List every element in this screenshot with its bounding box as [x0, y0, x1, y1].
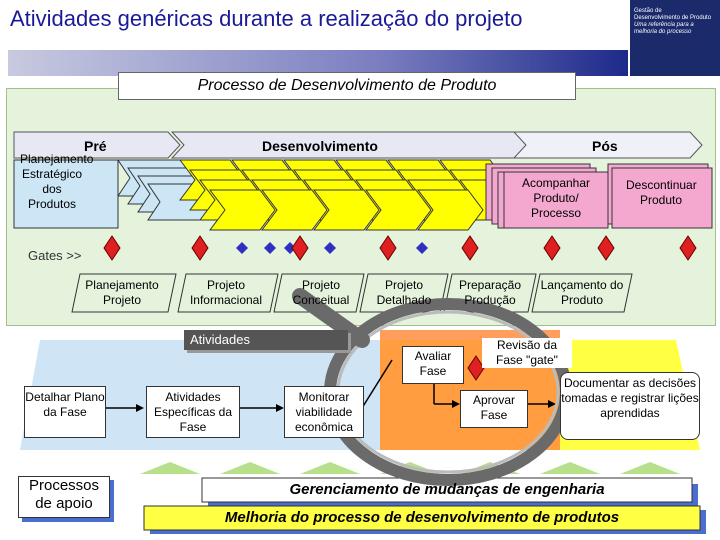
stage-pre-label: Pré [84, 138, 107, 154]
process-title: Processo de Desenvolvimento de Produto [118, 72, 576, 100]
stage-pos-label: Pós [592, 138, 618, 154]
detalhar-box: Detalhar Plano da Fase [24, 386, 106, 438]
gate-diamond-icon [597, 235, 615, 261]
gate-diamond-icon [291, 235, 309, 261]
page-title: Atividades genéricas durante a realizaçã… [10, 6, 523, 31]
logo-line-3: Uma referência para a melhoria do proces… [634, 22, 694, 35]
gate-diamond-icon [416, 242, 428, 254]
gate-diamond-icon [103, 235, 121, 261]
pre-stage-arrow [13, 131, 181, 159]
phase-label-2: Projeto Informacional [189, 278, 263, 307]
support-box: Processos de apoio [18, 476, 110, 518]
title-gradient-bar [8, 50, 628, 76]
gerenciamento-label: Gerenciamento de mudanças de engenharia [289, 481, 605, 498]
pos-box-acompanhar [503, 171, 609, 229]
gate-diamond-icon [379, 235, 397, 261]
revisao-label: Revisão da Fase "gate" [482, 338, 572, 368]
gate-diamond-icon [284, 242, 296, 254]
phase-shape [71, 273, 177, 313]
arrow-icon [361, 359, 393, 409]
melhoria-bar [143, 505, 701, 531]
pos-stage-arrow [512, 131, 703, 159]
phase-label-1: Planejamento Projeto [85, 278, 159, 307]
pre-box [13, 159, 119, 229]
pre-box-label: Planejamento Estratégico dos Produtos [20, 152, 94, 211]
gate-diamond-icon [236, 242, 248, 254]
gate-diamond-icon [679, 235, 697, 261]
phase-label-3: Projeto Conceitual [292, 278, 350, 307]
gate-diamond-icon [543, 235, 561, 261]
gates-row [103, 235, 697, 261]
aprovar-label: Aprovar Fase [472, 393, 516, 422]
support-label: Processos de apoio [28, 477, 100, 512]
monitorar-label: Monitorar viabilidade econômica [294, 390, 354, 434]
yellow-chevrons [179, 159, 526, 231]
phase-label-6: Lançamento do Produto [540, 278, 624, 307]
phase-shape [531, 273, 633, 313]
pos-box-descontinuar-label: Descontinuar Produto [626, 178, 697, 207]
gate-diamond-icon [461, 235, 479, 261]
avaliar-box: Avaliar Fase [402, 346, 464, 384]
logo-line-1: Gestão de [634, 8, 662, 14]
gate-diamond-icon [324, 242, 336, 254]
pos-box-acompanhar-label: Acompanhar Produto/ Processo [521, 176, 591, 220]
logo: Gestão de Desenvolvimento de Produto Uma… [630, 0, 720, 76]
especificas-box: Atividades Específicas da Fase [146, 386, 240, 438]
gates-label: Gates >> [28, 248, 82, 263]
gate-diamond-icon [191, 235, 209, 261]
monitorar-box: Monitorar viabilidade econômica [284, 386, 364, 438]
melhoria-label: Melhoria do processo de desenvolvimento … [224, 509, 620, 526]
aprovar-box: Aprovar Fase [460, 390, 528, 428]
documentar-box: Documentar as decisões tomadas e registr… [560, 372, 700, 440]
gate-diamond-icon [264, 242, 276, 254]
especificas-label: Atividades Específicas da Fase [153, 390, 233, 434]
avaliar-label: Avaliar Fase [414, 349, 452, 378]
phase-label-5: Preparação Produção [458, 278, 522, 307]
logo-line-2: Desenvolvimento de Produto [634, 15, 712, 21]
detalhar-label: Detalhar Plano da Fase [25, 390, 105, 419]
pos-box-descontinuar [611, 167, 713, 229]
phase-shape [177, 273, 279, 313]
activities-label: Atividades [184, 330, 348, 350]
stage-dev-label: Desenvolvimento [262, 138, 378, 154]
documentar-label: Documentar as decisões tomadas e registr… [561, 376, 699, 420]
gate-diamond-icon [467, 355, 485, 381]
phase-label-4: Projeto Detalhado [376, 278, 432, 307]
